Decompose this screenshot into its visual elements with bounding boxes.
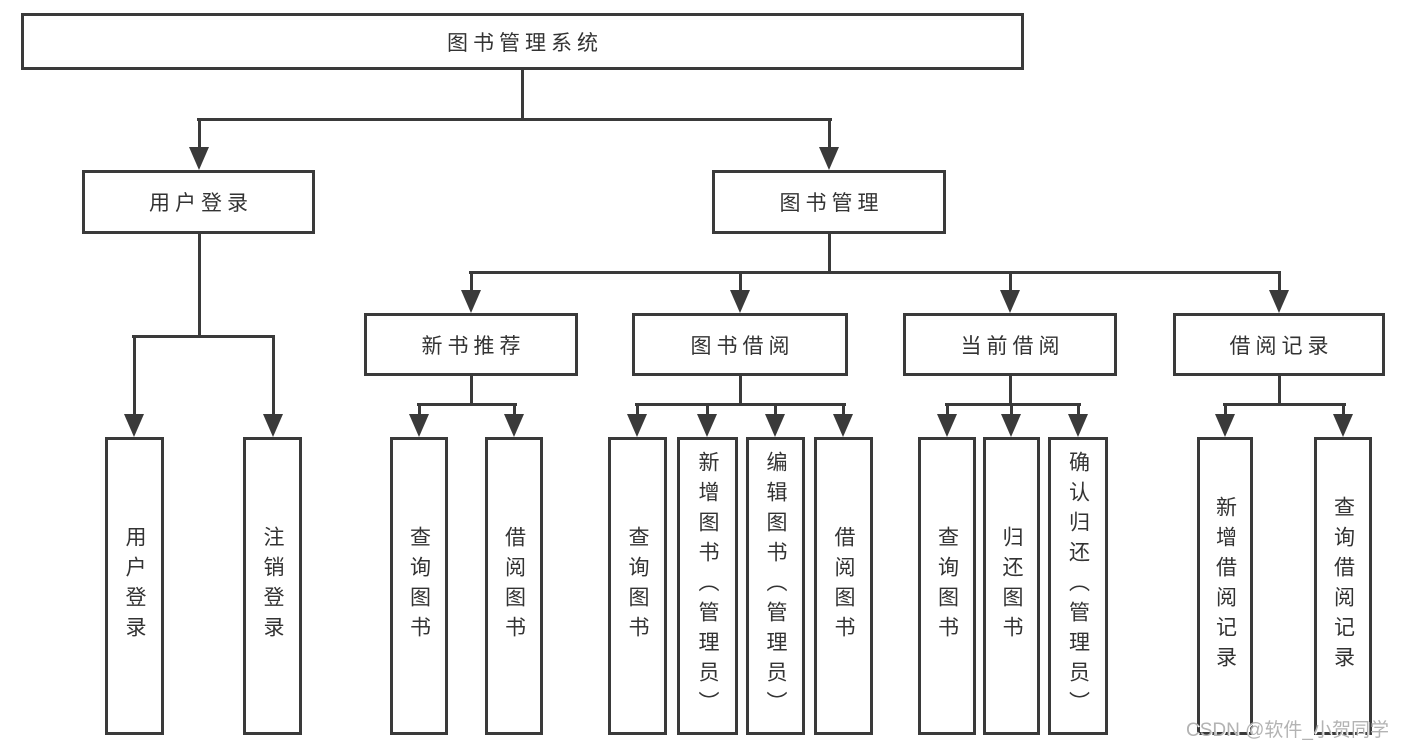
connector-line: [469, 271, 1281, 274]
arrow-down-icon: [833, 414, 853, 437]
connector-line: [198, 118, 201, 150]
connector-line: [1278, 376, 1281, 406]
connector-line: [828, 118, 831, 150]
connector-line: [470, 271, 473, 293]
leaf-logout: 注销登录: [243, 437, 302, 735]
leaf-label: 编辑图书（管理员）: [764, 451, 787, 721]
arrow-down-icon: [1215, 414, 1235, 437]
arrow-down-icon: [189, 147, 209, 170]
connector-line: [513, 403, 516, 417]
arrow-down-icon: [697, 414, 717, 437]
node-label: 当前借阅: [960, 334, 1065, 358]
arrow-down-icon: [765, 414, 785, 437]
arrow-down-icon: [461, 290, 481, 313]
connector-line: [133, 335, 136, 417]
leaf-query-books-current: 查询图书: [918, 437, 976, 735]
connector-line: [198, 233, 201, 338]
connector-line: [635, 403, 846, 406]
leaf-user-login: 用户登录: [105, 437, 164, 735]
arrow-down-icon: [409, 414, 429, 437]
leaf-query-borrow-record: 查询借阅记录: [1314, 437, 1372, 735]
node-label: 借阅记录: [1229, 334, 1334, 358]
leaf-borrow-books: 借阅图书: [814, 437, 873, 735]
connector-line: [417, 403, 517, 406]
connector-line: [1223, 403, 1346, 406]
leaf-add-borrow-record: 新增借阅记录: [1197, 437, 1253, 735]
arrow-down-icon: [263, 414, 283, 437]
connector-line: [1342, 403, 1345, 417]
connector-line: [842, 403, 845, 417]
connector-line: [272, 335, 275, 417]
leaf-label: 新增图书（管理员）: [696, 451, 719, 721]
connector-line: [828, 234, 831, 274]
arrow-down-icon: [730, 290, 750, 313]
node-book-management: 图书管理: [712, 170, 946, 234]
leaf-label: 确认归还（管理员）: [1066, 451, 1090, 721]
connector-line: [1278, 271, 1281, 293]
leaf-label: 查询图书: [407, 526, 431, 646]
node-label: 图书管理系统: [447, 31, 603, 55]
connector-line: [1010, 403, 1013, 417]
leaf-label: 用户登录: [123, 526, 146, 646]
node-label: 新书推荐: [421, 334, 526, 358]
leaf-label: 新增借阅记录: [1213, 496, 1237, 676]
leaf-query-books-recommend: 查询图书: [390, 437, 448, 735]
connector-line: [1009, 376, 1012, 406]
connector-line: [1224, 403, 1227, 417]
leaf-confirm-return-admin: 确认归还（管理员）: [1048, 437, 1108, 735]
watermark: CSDN @软件_小贺同学: [1186, 720, 1389, 741]
arrow-down-icon: [1333, 414, 1353, 437]
leaf-add-books-admin: 新增图书（管理员）: [677, 437, 738, 735]
arrow-down-icon: [1001, 414, 1021, 437]
arrow-down-icon: [504, 414, 524, 437]
leaf-label: 借阅图书: [832, 526, 855, 646]
leaf-return-books: 归还图书: [983, 437, 1040, 735]
node-borrowing-records: 借阅记录: [1173, 313, 1385, 376]
node-label: 图书管理: [779, 192, 884, 215]
connector-line: [774, 403, 777, 417]
connector-line: [945, 403, 1081, 406]
node-book-borrowing: 图书借阅: [632, 313, 848, 376]
leaf-label: 查询图书: [626, 526, 649, 646]
node-label: 图书借阅: [690, 334, 795, 358]
leaf-label: 查询图书: [935, 526, 959, 646]
leaf-label: 查询借阅记录: [1331, 496, 1355, 676]
leaf-label: 归还图书: [1000, 526, 1023, 646]
node-user-login: 用户登录: [82, 170, 315, 234]
connector-line: [470, 376, 473, 406]
arrow-down-icon: [1269, 290, 1289, 313]
arrow-down-icon: [819, 147, 839, 170]
arrow-down-icon: [1068, 414, 1088, 437]
connector-line: [1009, 271, 1012, 293]
connector-line: [739, 271, 742, 293]
leaf-edit-books-admin: 编辑图书（管理员）: [746, 437, 805, 735]
connector-line: [946, 403, 949, 417]
connector-line: [197, 118, 832, 121]
leaf-query-books-borrow: 查询图书: [608, 437, 667, 735]
leaf-label: 注销登录: [261, 526, 284, 646]
node-library-management-system: 图书管理系统: [21, 13, 1024, 70]
connector-line: [706, 403, 709, 417]
connector-line: [521, 69, 524, 120]
arrow-down-icon: [627, 414, 647, 437]
leaf-borrow-books-recommend: 借阅图书: [485, 437, 543, 735]
node-new-book-recommendation: 新书推荐: [364, 313, 578, 376]
connector-line: [132, 335, 275, 338]
arrow-down-icon: [1000, 290, 1020, 313]
connector-line: [636, 403, 639, 417]
node-current-borrowing: 当前借阅: [903, 313, 1117, 376]
connector-line: [1077, 403, 1080, 417]
leaf-label: 借阅图书: [502, 526, 526, 646]
node-label: 用户登录: [149, 192, 253, 215]
connector-line: [418, 403, 421, 417]
arrow-down-icon: [124, 414, 144, 437]
connector-line: [739, 376, 742, 406]
arrow-down-icon: [937, 414, 957, 437]
